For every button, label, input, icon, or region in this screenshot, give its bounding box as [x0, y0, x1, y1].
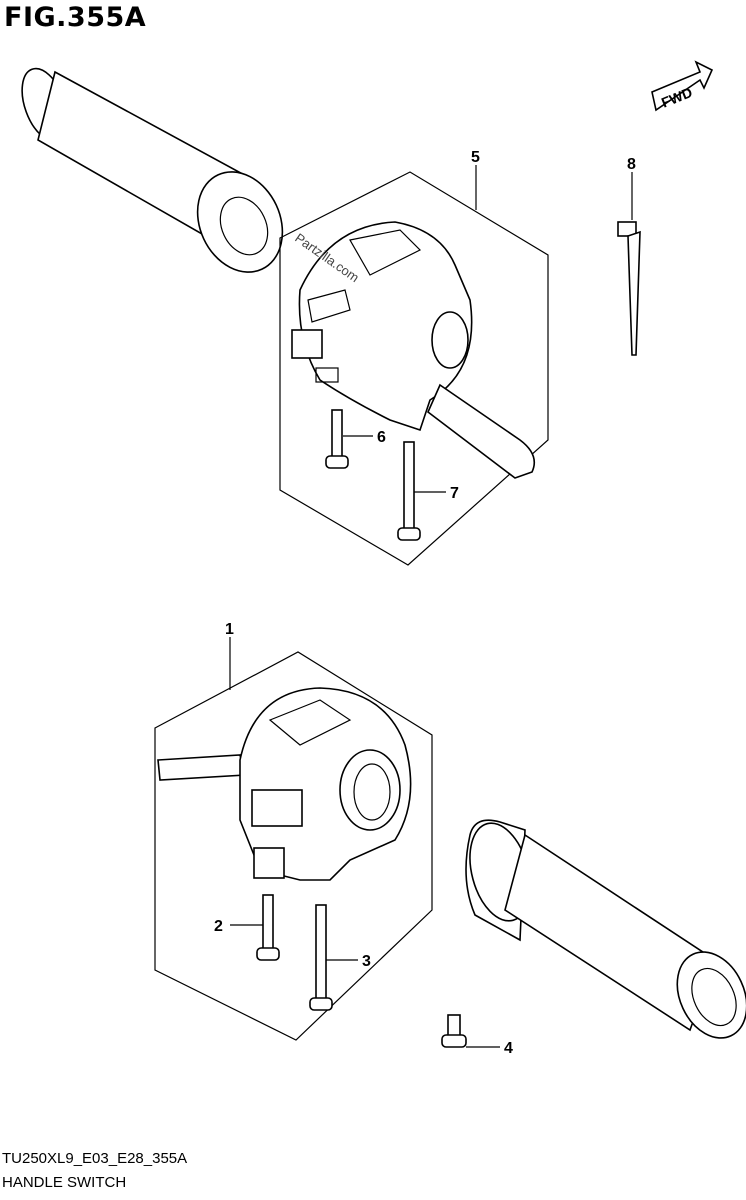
assembly-box-1: [154, 651, 433, 1041]
figure-title: FIG.355A: [4, 2, 147, 33]
left-switch-icon: [157, 687, 412, 881]
callout-2: 2: [214, 918, 223, 935]
leader-lines: [229, 165, 633, 1048]
callout-3: 3: [362, 953, 371, 970]
screw-6-icon: [325, 409, 349, 469]
screw-3-icon: [309, 904, 333, 1011]
figure-code: TU250XL9_E03_E28_355A: [2, 1150, 188, 1167]
callout-4: 4: [504, 1040, 513, 1057]
screw-2-icon: [256, 894, 280, 961]
screw-7-icon: [397, 441, 421, 541]
callout-8: 8: [627, 156, 636, 173]
assembly-box-5: [279, 171, 549, 566]
callout-7: 7: [450, 485, 459, 502]
right-switch-icon: [291, 221, 536, 479]
cable-tie-8-icon: [617, 221, 641, 356]
left-grip-icon: [21, 67, 284, 273]
callout-5: 5: [471, 149, 480, 166]
figure-name: HANDLE SWITCH: [2, 1174, 127, 1191]
screw-4-icon: [441, 1014, 467, 1048]
callout-6: 6: [377, 429, 386, 446]
right-grip-icon: [465, 819, 746, 1039]
callout-1: 1: [225, 621, 234, 638]
fwd-arrow-icon: FWD: [651, 60, 714, 112]
